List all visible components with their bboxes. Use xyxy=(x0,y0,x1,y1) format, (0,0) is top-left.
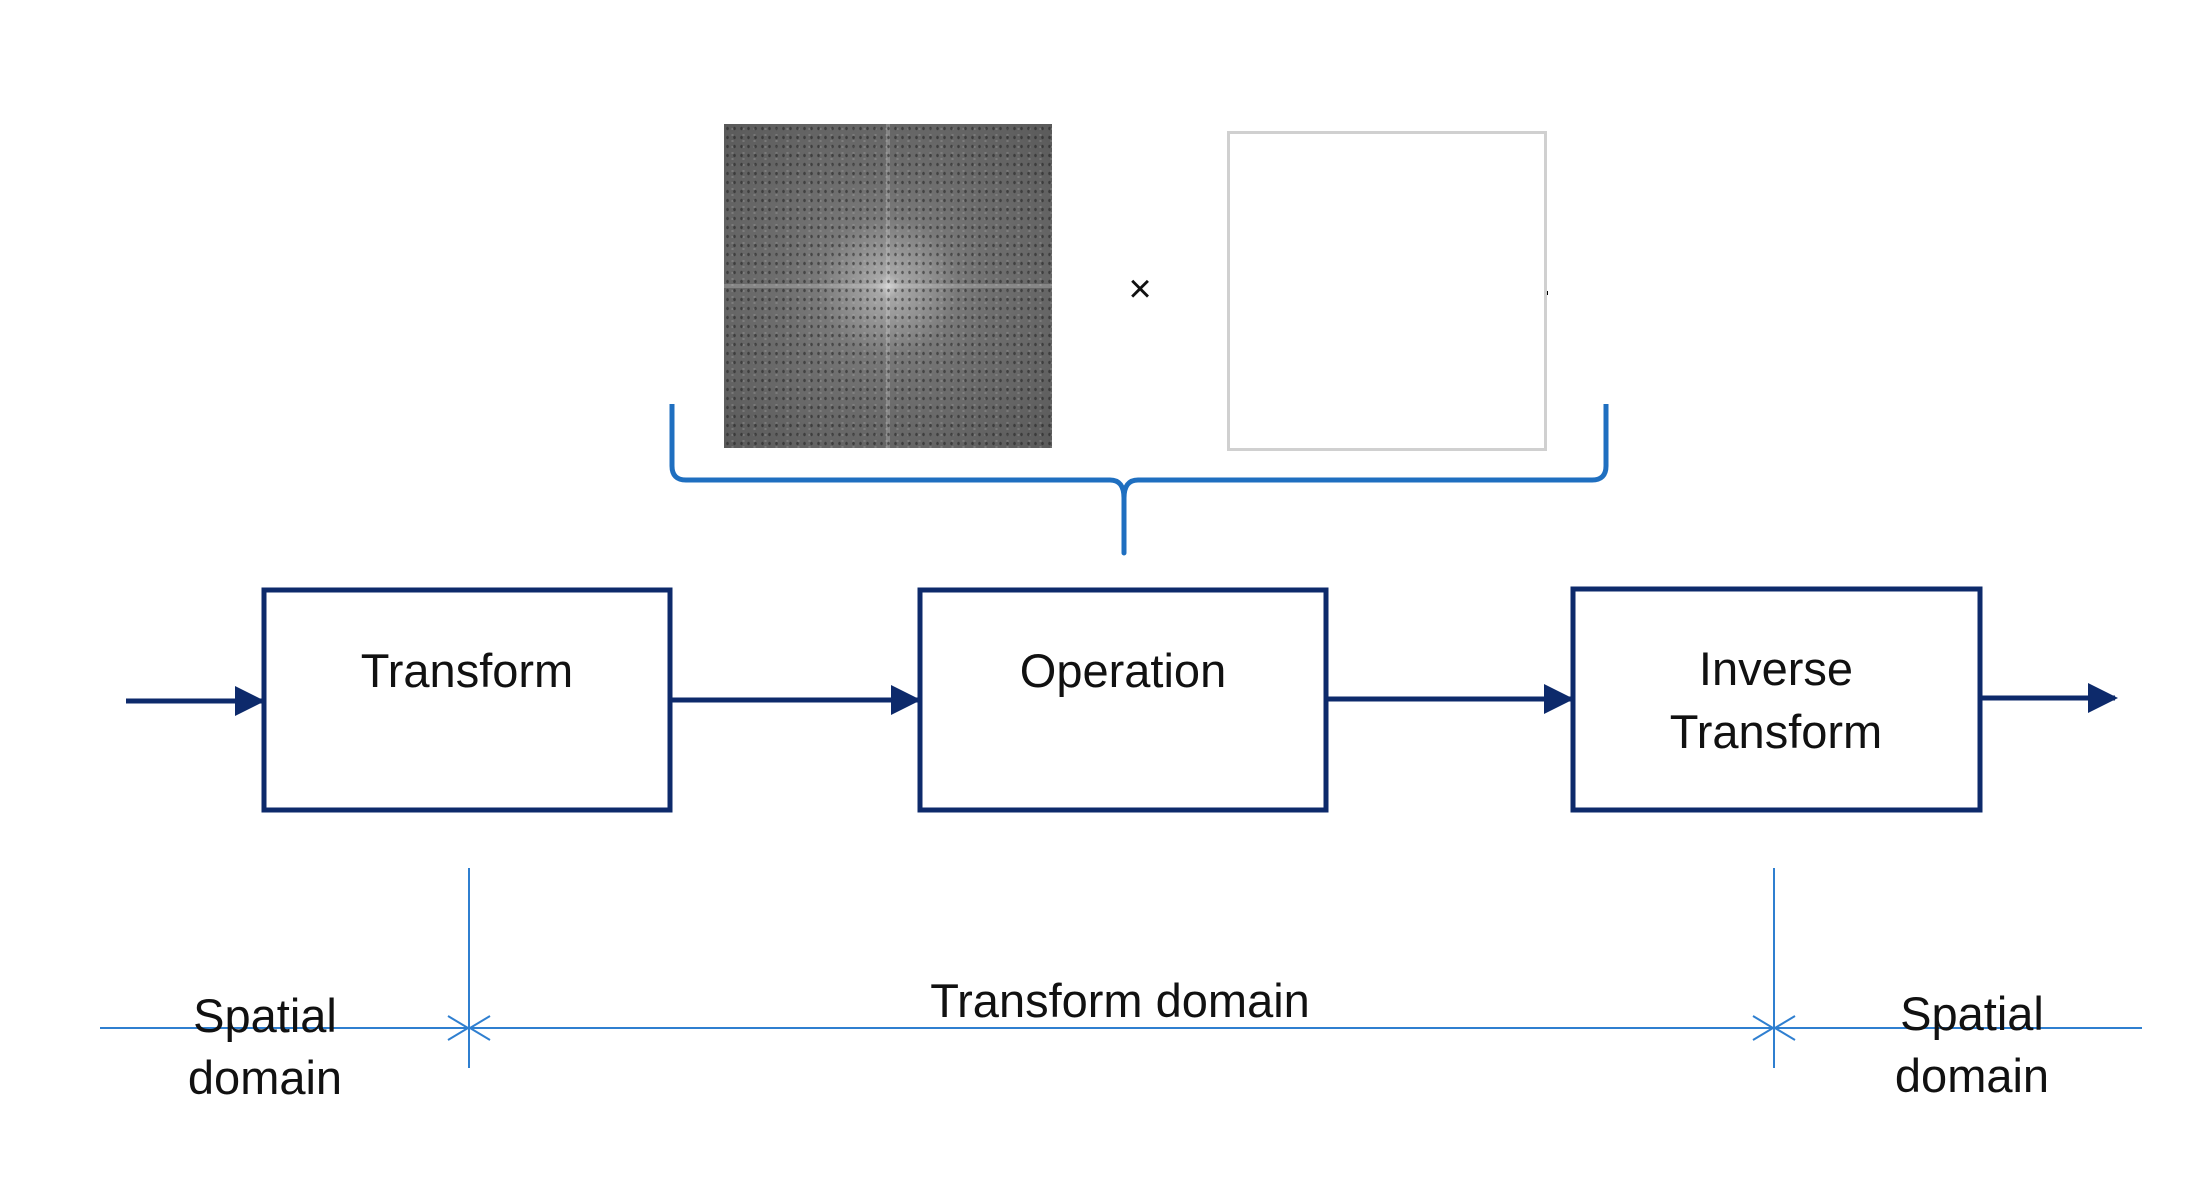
multiply-symbol: × xyxy=(1128,267,1152,311)
left-domain-label-line2: domain xyxy=(187,1051,343,1104)
transform-label: Transform xyxy=(360,644,574,697)
inverse-label-line1: Inverse xyxy=(1698,642,1854,695)
inverse-label-line2: Transform xyxy=(1669,705,1883,758)
domain-arrowheads xyxy=(447,1015,1796,1041)
curly-brace xyxy=(669,404,1609,556)
operation-label: Operation xyxy=(1019,644,1227,697)
right-domain-label-line1: Spatial xyxy=(1900,987,2044,1040)
fourier-spectrum-image xyxy=(724,124,1052,448)
right-domain-label-line2: domain xyxy=(1894,1049,2050,1102)
left-domain-label-line1: Spatial xyxy=(193,989,337,1042)
filter-mask-image xyxy=(1227,131,1547,451)
transform-domain-label: Transform domain xyxy=(930,974,1310,1027)
